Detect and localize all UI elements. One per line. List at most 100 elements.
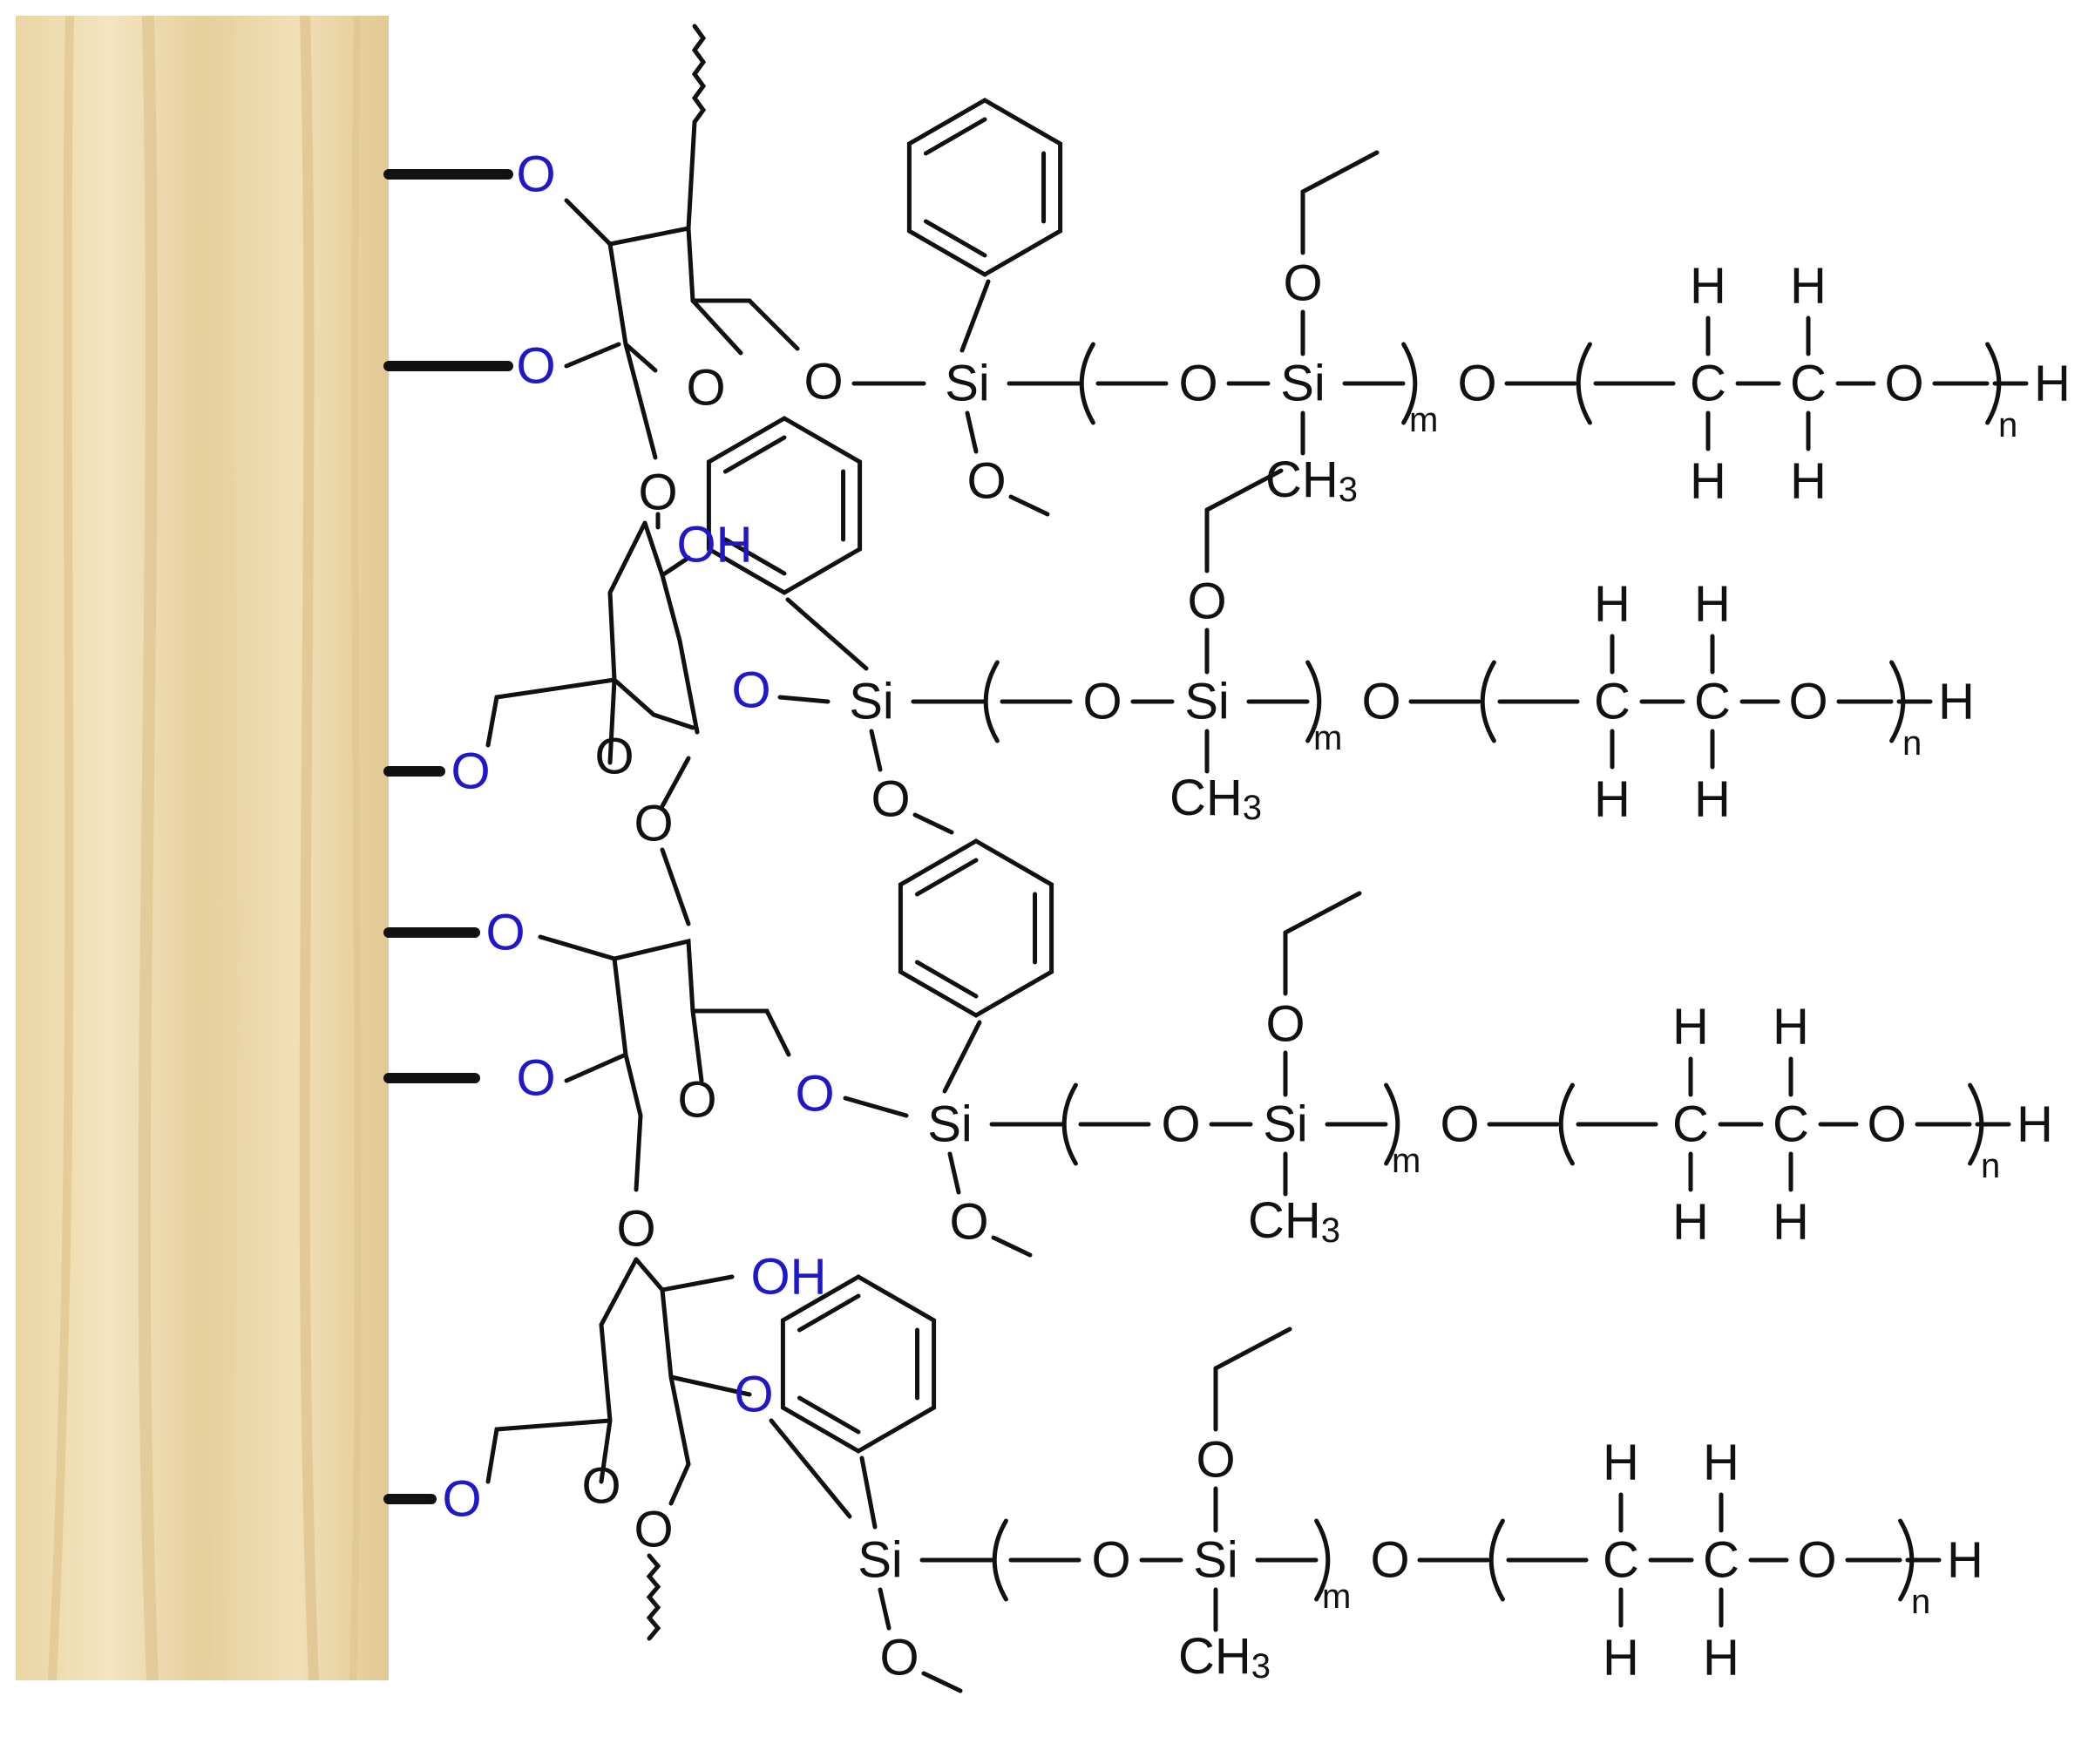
siloxane-oxygen: O [1161, 1096, 1200, 1153]
carbon-atom: C [1790, 356, 1827, 412]
methyl-ch: CH [1178, 1628, 1251, 1685]
benzene-ring [906, 98, 1063, 277]
hydrogen-atom: H [1690, 453, 1726, 510]
methyl-group: CH3 [1178, 1628, 1271, 1686]
bond-line [660, 756, 691, 809]
surface-oxygen: O [516, 1050, 555, 1107]
ethoxy-oxygen: O [1187, 573, 1226, 630]
wood-grain-3 [210, 15, 238, 1681]
bond-line [785, 597, 869, 671]
ring-oxygen: O [677, 1072, 716, 1129]
hydrogen-atom: H [1773, 1194, 1809, 1251]
glucose-ring-4 [485, 1257, 752, 1484]
methyl-group: CH3 [1170, 770, 1262, 828]
bond-line [722, 435, 787, 474]
bond-line [797, 1395, 861, 1435]
close-parenthesis [1401, 342, 1418, 425]
methoxy-oxygen: O [879, 1630, 919, 1686]
bond-line [914, 960, 979, 999]
wood-grain-4 [299, 15, 319, 1681]
open-parenthesis [1480, 660, 1496, 743]
linker-oxygen: O [795, 1066, 834, 1123]
ether-oxygen: O [1797, 1532, 1836, 1589]
ethoxy-oxygen: O [1265, 996, 1305, 1053]
ether-oxygen: O [1457, 356, 1496, 412]
repeat-index-n: n [1902, 724, 1922, 763]
silicon-atom: Si [927, 1096, 973, 1153]
bond-line [843, 1096, 909, 1118]
hydrogen-atom: H [1594, 576, 1631, 633]
ether-oxygen: O [1788, 674, 1827, 730]
hydrogen-atom: H [1790, 258, 1827, 315]
repeat-index-m: m [1392, 1142, 1420, 1180]
ring-oxygen: O [686, 360, 725, 417]
ethoxy-oxygen: O [1196, 1432, 1235, 1489]
linker-oxygen: O [734, 1367, 773, 1423]
open-parenthesis [992, 1518, 1008, 1602]
ether-oxygen: O [1884, 356, 1923, 412]
hydrogen-atom: H [1703, 1435, 1739, 1491]
hydroxyl-group: OH [677, 517, 753, 573]
ethoxy-oxygen: O [1283, 255, 1322, 312]
silicon-atom: Si [1263, 1096, 1308, 1153]
bond-line [912, 812, 954, 835]
benzene-ring [780, 1274, 937, 1454]
wood-substrate [16, 15, 389, 1681]
carbon-atom: C [1594, 674, 1631, 730]
methyl-group: CH3 [1248, 1192, 1340, 1251]
repeat-index-n: n [1911, 1583, 1930, 1621]
open-parenthesis [983, 660, 1000, 743]
methyl-subscript: 3 [1339, 471, 1358, 509]
open-parenthesis [1079, 342, 1095, 425]
wavy-bond [691, 24, 707, 125]
bond-line [747, 298, 800, 351]
close-parenthesis [1384, 1082, 1400, 1166]
close-parenthesis [1305, 660, 1322, 743]
bond-line [1300, 150, 1380, 194]
hydrogen-atom: H [1790, 453, 1827, 510]
open-parenthesis [1558, 1082, 1575, 1166]
bond-line [923, 117, 987, 156]
terminal-hydrogen: H [1947, 1532, 1983, 1589]
linker-oxygen: O [803, 354, 843, 410]
methyl-group: CH3 [1265, 451, 1358, 510]
surface-oxygen: O [516, 146, 555, 203]
glycosidic-oxygen: O [616, 1201, 655, 1258]
carbon-atom: C [1694, 674, 1731, 730]
silicon-atom: Si [1193, 1532, 1238, 1589]
open-parenthesis [1061, 1082, 1078, 1166]
methyl-ch: CH [1170, 770, 1243, 826]
carbon-atom: C [1703, 1532, 1739, 1589]
bond-line [878, 1587, 892, 1631]
open-parenthesis [1576, 342, 1592, 425]
bond-line [965, 410, 979, 454]
ether-oxygen: O [1370, 1532, 1409, 1589]
terminal-hydrogen: H [2034, 356, 2071, 412]
carbon-atom: C [1690, 356, 1726, 412]
siloxane-oxygen: O [1091, 1532, 1130, 1589]
bond-line [623, 342, 658, 460]
ether-oxygen: O [1867, 1096, 1906, 1153]
bond-line [869, 729, 883, 772]
carbon-atom: C [1773, 1096, 1809, 1153]
hydroxyl-group: OH [751, 1249, 827, 1306]
glycosidic-oxygen: O [634, 1502, 673, 1558]
wavy-bond [646, 1553, 661, 1641]
repeat-index-n: n [1998, 406, 2017, 444]
bond-line [769, 1418, 852, 1519]
carbon-atom: C [1672, 1096, 1709, 1153]
glycosidic-oxygen: O [638, 465, 677, 521]
methoxy-oxygen: O [966, 453, 1006, 510]
bond-line [942, 1020, 982, 1094]
bond-line [634, 1113, 643, 1192]
bond-line [921, 1671, 963, 1693]
bond-line [859, 1455, 878, 1530]
bond-line [914, 858, 979, 897]
silicon-atom: Si [849, 674, 894, 730]
bond-line [1008, 494, 1050, 517]
hydrogen-atom: H [1603, 1435, 1639, 1491]
methyl-ch: CH [1265, 451, 1339, 508]
bond-line [959, 279, 991, 353]
